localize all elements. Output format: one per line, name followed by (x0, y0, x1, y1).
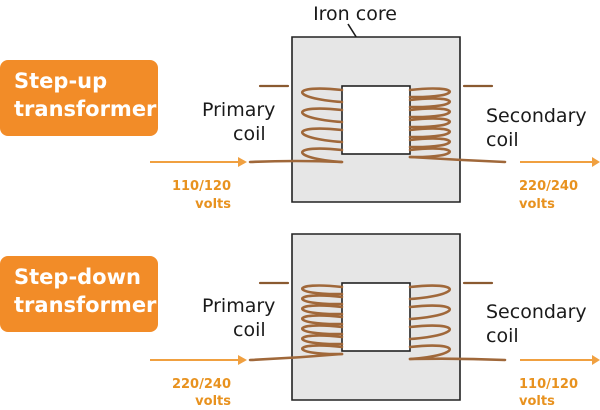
output-voltage-unit: volts (519, 394, 555, 409)
step-up-title-line-2: transformer (14, 97, 157, 121)
secondary-coil-bottom-lead (408, 155, 507, 164)
input-voltage-value: 110/120 (172, 179, 231, 194)
input-arrowhead (238, 157, 247, 167)
secondary-coil-windings (408, 87, 451, 159)
iron-core-label: Iron core (313, 3, 397, 25)
panel-step-up: Step-up transformer Primary coil Seconda… (0, 36, 600, 212)
step-down-title-line-1: Step-down (14, 265, 141, 289)
secondary-coil-label: Secondary (486, 105, 587, 127)
output-voltage-value: 110/120 (519, 377, 578, 392)
coils (248, 84, 507, 164)
primary-coil-bottom-lead (248, 159, 344, 164)
panel-step-down: Step-down transformer Primary coil Secon… (0, 233, 600, 409)
primary-coil-label: Primary (202, 295, 275, 317)
secondary-coil-label: Secondary (486, 301, 587, 323)
primary-coil-windings (301, 284, 344, 356)
secondary-coil-label-2: coil (486, 325, 519, 347)
output-voltage-value: 220/240 (519, 179, 578, 194)
input-voltage-unit: volts (195, 197, 231, 212)
secondary-coil-windings (408, 284, 451, 361)
step-down-badge: Step-down transformer (0, 256, 158, 332)
step-down-title-line-2: transformer (14, 293, 157, 317)
output-arrowhead (592, 355, 600, 365)
input-voltage-value: 220/240 (172, 377, 231, 392)
primary-coil-bottom-lead (248, 352, 344, 362)
core-window (341, 282, 411, 352)
primary-coil-label-2: coil (233, 123, 266, 145)
step-up-badge: Step-up transformer (0, 60, 158, 136)
primary-coil-windings (301, 87, 344, 164)
secondary-coil-label-2: coil (486, 129, 519, 151)
output-arrowhead (592, 157, 600, 167)
step-up-title-line-1: Step-up (14, 69, 107, 93)
primary-coil-label: Primary (202, 99, 275, 121)
primary-coil-label-2: coil (233, 319, 266, 341)
output-voltage-unit: volts (519, 197, 555, 212)
core-window (341, 85, 411, 155)
input-arrowhead (238, 355, 247, 365)
coils (248, 281, 507, 362)
input-voltage-unit: volts (195, 394, 231, 409)
secondary-coil-bottom-lead (408, 357, 507, 362)
